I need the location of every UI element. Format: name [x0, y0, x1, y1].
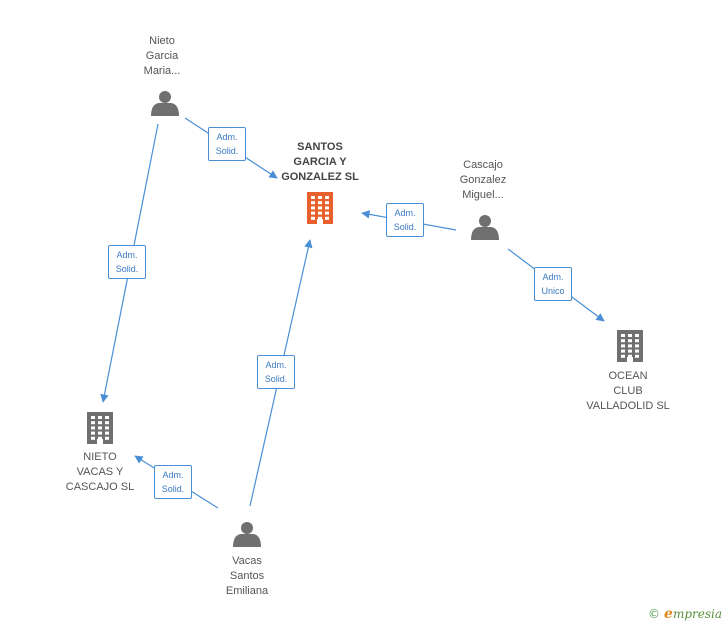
copyright-symbol: ©	[648, 607, 661, 621]
node-label-line: CASCAJO SL	[65, 481, 135, 493]
edge-label-line: Solid.	[215, 146, 239, 156]
node-label-line: NIETO	[83, 451, 117, 463]
edge-label-line: Solid.	[264, 374, 288, 384]
edge-label-line: Adm.	[394, 208, 416, 218]
node-label-line: OCEAN	[608, 370, 648, 382]
node-cascajo-gonzalez[interactable]: Cascajo Gonzalez Miguel...	[448, 158, 518, 203]
node-label-line: GARCIA Y	[293, 156, 347, 168]
edge-label-line: Solid.	[393, 222, 417, 232]
edge-label-nieto-nietovacas: Adm. Solid.	[108, 245, 146, 279]
edge-label-line: Adm.	[116, 250, 138, 260]
edge-label-vacas-santos: Adm. Solid.	[257, 355, 295, 389]
edge-label-line: Adm.	[542, 272, 564, 282]
node-label-line: Maria...	[143, 65, 181, 77]
node-vacas-santos[interactable]: Vacas Santos Emiliana	[212, 554, 282, 599]
edge-label-vacas-nietovacas: Adm. Solid.	[154, 465, 192, 499]
node-label-line: CLUB	[613, 385, 643, 397]
person-icon[interactable]	[151, 91, 179, 116]
node-label-line: Nieto	[149, 35, 175, 47]
node-label-line: SANTOS	[297, 141, 343, 153]
node-label-line: Miguel...	[462, 189, 504, 201]
node-nieto-garcia[interactable]: Nieto Garcia Maria...	[132, 34, 192, 79]
company-building-icon[interactable]	[87, 412, 113, 444]
edge-label-line: Solid.	[161, 484, 185, 494]
node-label-line: Garcia	[145, 50, 179, 62]
edge-label-nieto-santos: Adm. Solid.	[208, 127, 246, 161]
person-icon[interactable]	[471, 215, 499, 240]
brand-name: mpresia	[672, 607, 722, 621]
edge-label-line: Adm.	[216, 132, 238, 142]
node-label-line: Emiliana	[225, 585, 269, 597]
node-label-line: Santos	[229, 570, 265, 582]
brand-initial: e	[664, 606, 673, 622]
edge-label-line: Solid.	[115, 264, 139, 274]
edge-label-line: Unico	[541, 286, 565, 296]
node-label-line: Vacas	[232, 555, 262, 567]
node-ocean-club[interactable]: OCEAN CLUB VALLADOLID SL	[576, 369, 680, 414]
edge-label-cascajo-santos: Adm. Solid.	[386, 203, 424, 237]
node-label-line: VACAS Y	[76, 466, 124, 478]
node-label-line: GONZALEZ SL	[281, 171, 359, 183]
edge-label-line: Adm.	[265, 360, 287, 370]
brand-logo: ©empresia	[648, 606, 722, 622]
node-label-line: VALLADOLID SL	[586, 400, 670, 412]
node-santos-garcia[interactable]: SANTOS GARCIA Y GONZALEZ SL	[270, 140, 370, 185]
edge-label-line: Adm.	[162, 470, 184, 480]
company-building-icon[interactable]	[307, 192, 333, 224]
company-building-icon[interactable]	[617, 330, 643, 362]
edge-label-cascajo-ocean: Adm. Unico	[534, 267, 572, 301]
node-nieto-vacas[interactable]: NIETO VACAS Y CASCAJO SL	[52, 450, 148, 495]
person-icon[interactable]	[233, 522, 261, 547]
node-label-line: Cascajo	[463, 159, 503, 171]
node-label-line: Gonzalez	[459, 174, 507, 186]
